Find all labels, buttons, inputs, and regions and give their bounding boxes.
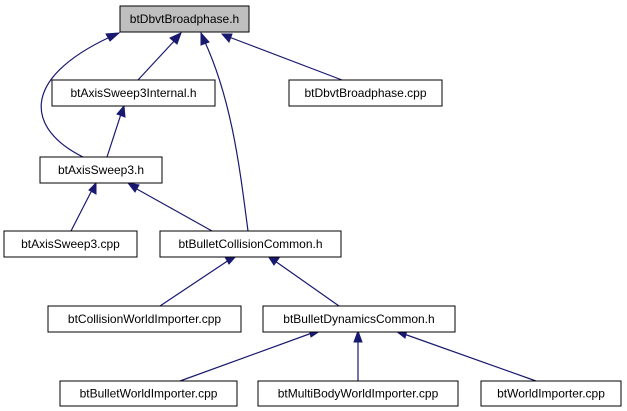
node-label: btAxisSweep3.cpp <box>21 237 120 251</box>
edges-layer <box>40 31 537 382</box>
node-label: btWorldImporter.cpp <box>497 387 605 401</box>
node-btdbvtbroadphase-h[interactable]: btDbvtBroadphase.h <box>119 5 250 33</box>
node-label: btDbvtBroadphase.cpp <box>304 86 426 100</box>
node-label: btBulletDynamicsCommon.h <box>283 312 434 326</box>
edge-axissweep3internal-to-dbvtbroadphase <box>137 32 182 81</box>
edge-bulletworldimporter-to-bulletdynamicscommon <box>179 328 322 382</box>
node-label: btMultiBodyWorldImporter.cpp <box>278 387 439 401</box>
edge-worldimporter-to-bulletdynamicscommon <box>394 329 537 382</box>
node-label: btCollisionWorldImporter.cpp <box>68 312 222 326</box>
edge-collisionworldimporter-to-bulletcollisioncommon <box>159 255 238 307</box>
node-label: btAxisSweep3Internal.h <box>70 86 196 100</box>
node-label: btAxisSweep3.h <box>58 163 144 177</box>
node-btaxissweep3-h[interactable]: btAxisSweep3.h <box>39 156 163 184</box>
node-label: btBulletCollisionCommon.h <box>178 237 322 251</box>
node-btmultibodyworldimporter-cpp[interactable]: btMultiBodyWorldImporter.cpp <box>257 380 459 407</box>
node-btbulletcollisioncommon-h[interactable]: btBulletCollisionCommon.h <box>159 230 342 258</box>
edge-multibodyworldimporter-to-bulletdynamicscommon <box>353 329 363 381</box>
node-btaxissweep3internal-h[interactable]: btAxisSweep3Internal.h <box>51 79 216 107</box>
node-label: btBulletWorldImporter.cpp <box>80 387 218 401</box>
edge-axissweep3-to-axissweep3internal <box>106 104 126 158</box>
node-label: btDbvtBroadphase.h <box>130 12 239 26</box>
edge-bulletdynamicscommon-to-bulletcollisioncommon <box>266 255 340 307</box>
node-btaxissweep3-cpp[interactable]: btAxisSweep3.cpp <box>3 230 138 258</box>
node-btbulletworldimporter-cpp[interactable]: btBulletWorldImporter.cpp <box>59 380 238 407</box>
edge-bulletcollisioncommon-to-axissweep3 <box>126 182 213 232</box>
node-btcollisionworldimporter-cpp[interactable]: btCollisionWorldImporter.cpp <box>47 305 242 333</box>
nodes-layer: btDbvtBroadphase.h btAxisSweep3Internal.… <box>3 5 622 407</box>
edge-dbvtbroadphase-cpp-to-dbvtbroadphase <box>220 33 343 81</box>
node-btbulletdynamicscommon-h[interactable]: btBulletDynamicsCommon.h <box>262 305 456 333</box>
edge-axissweep3-to-dbvtbroadphase <box>40 32 121 158</box>
node-btworldimporter-cpp[interactable]: btWorldImporter.cpp <box>480 380 622 407</box>
edge-bulletcollisioncommon-to-dbvtbroadphase <box>200 31 249 232</box>
edge-axissweep3-cpp-to-axissweep3 <box>70 181 97 232</box>
node-btdbvtbroadphase-cpp[interactable]: btDbvtBroadphase.cpp <box>288 79 443 107</box>
